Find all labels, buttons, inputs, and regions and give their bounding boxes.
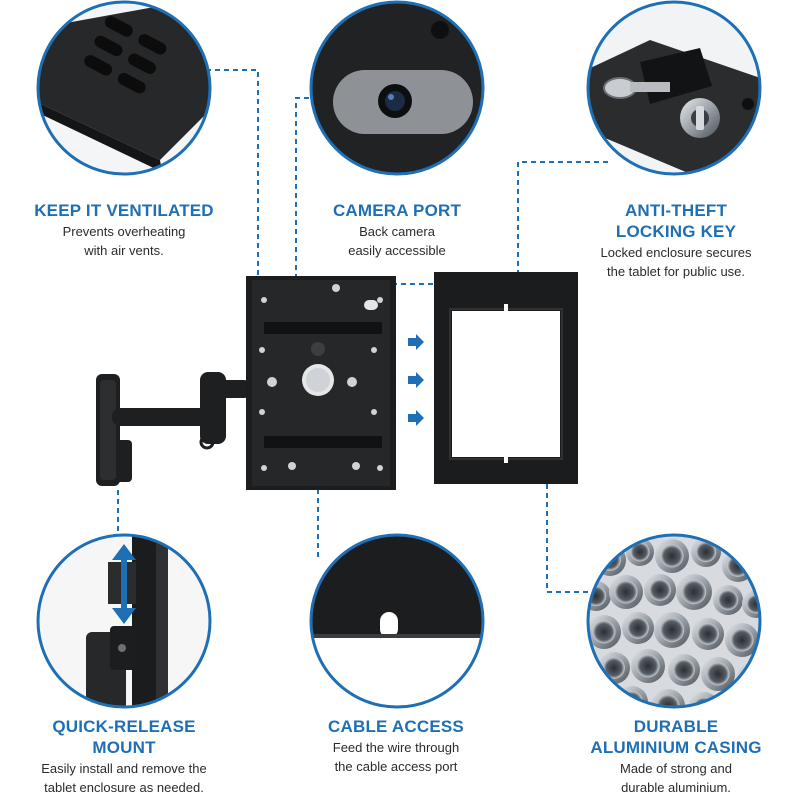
tube-opening bbox=[636, 654, 660, 678]
feature-desc-line: Feed the wire through bbox=[332, 740, 460, 755]
feature-title: LOCKING KEY bbox=[615, 222, 737, 241]
tube-opening bbox=[697, 623, 719, 645]
feature-quick-release: QUICK-RELEASE MOUNT Easily install and r… bbox=[4, 716, 244, 796]
tube-opening bbox=[649, 579, 671, 601]
feature-title: MOUNT bbox=[92, 738, 156, 757]
feature-title: CABLE ACCESS bbox=[328, 717, 464, 736]
feature-title: QUICK-RELEASE bbox=[52, 717, 196, 736]
tube-opening bbox=[599, 549, 621, 571]
tube-opening bbox=[681, 579, 707, 605]
leader-locking bbox=[336, 161, 608, 285]
feature-aluminium: DURABLE ALUMINIUM CASING Made of strong … bbox=[560, 716, 792, 796]
feature-desc-line: the tablet for public use. bbox=[606, 264, 746, 279]
back-plate bbox=[246, 276, 396, 490]
feature-desc-line: Made of strong and bbox=[619, 761, 733, 776]
wall-arm bbox=[96, 372, 250, 486]
leader-aluminium bbox=[546, 466, 596, 593]
tube-end bbox=[594, 544, 626, 576]
tube-end bbox=[737, 663, 760, 693]
feature-locking: ANTI-THEFT LOCKING KEY Locked enclosure … bbox=[566, 200, 786, 280]
cable-access-detail-image bbox=[309, 533, 485, 709]
feature-desc-line: the cable access port bbox=[334, 759, 458, 774]
feature-title: KEEP IT VENTILATED bbox=[34, 201, 214, 220]
lock-detail-image bbox=[586, 0, 762, 176]
front-frame bbox=[434, 272, 578, 484]
feature-cable: CABLE ACCESS Feed the wire through the c… bbox=[286, 716, 506, 775]
feature-camera: CAMERA PORT Back camera easily accessibl… bbox=[290, 200, 504, 259]
tube-opening bbox=[660, 544, 684, 568]
feature-desc-line: Easily install and remove the bbox=[41, 761, 207, 776]
tube-opening bbox=[717, 589, 739, 611]
camera-detail-image bbox=[309, 0, 485, 176]
feature-title: DURABLE bbox=[633, 717, 719, 736]
tube-opening bbox=[706, 662, 730, 686]
tube-opening bbox=[695, 541, 717, 563]
feature-desc-line: with air vents. bbox=[84, 243, 164, 258]
feature-desc-line: Back camera bbox=[359, 224, 435, 239]
tube-opening bbox=[627, 617, 649, 639]
feature-desc-line: tablet enclosure as needed. bbox=[44, 780, 204, 795]
aluminium-detail-image bbox=[586, 533, 762, 709]
feature-ventilated: KEEP IT VENTILATED Prevents overheating … bbox=[8, 200, 240, 259]
tube-opening bbox=[603, 657, 625, 679]
tube-opening bbox=[592, 620, 616, 644]
feature-desc-line: Prevents overheating bbox=[62, 224, 186, 239]
quick-release-detail-image bbox=[36, 533, 212, 709]
tube-opening bbox=[659, 617, 685, 643]
feature-title: ALUMINIUM CASING bbox=[590, 738, 762, 757]
tube-opening bbox=[730, 628, 754, 652]
feature-desc-line: Locked enclosure secures bbox=[600, 245, 752, 260]
vent-detail-image bbox=[36, 0, 212, 176]
feature-title: CAMERA PORT bbox=[332, 201, 462, 220]
tube-opening bbox=[746, 594, 760, 614]
tube-opening bbox=[630, 542, 650, 562]
tube-opening bbox=[673, 659, 695, 681]
feature-desc-line: easily accessible bbox=[348, 243, 446, 258]
assembly-arrows bbox=[408, 334, 424, 426]
leader-ventilated bbox=[206, 69, 259, 290]
feature-title: ANTI-THEFT bbox=[624, 201, 728, 220]
feature-desc-line: durable aluminium. bbox=[621, 780, 731, 795]
tube-opening bbox=[614, 580, 638, 604]
